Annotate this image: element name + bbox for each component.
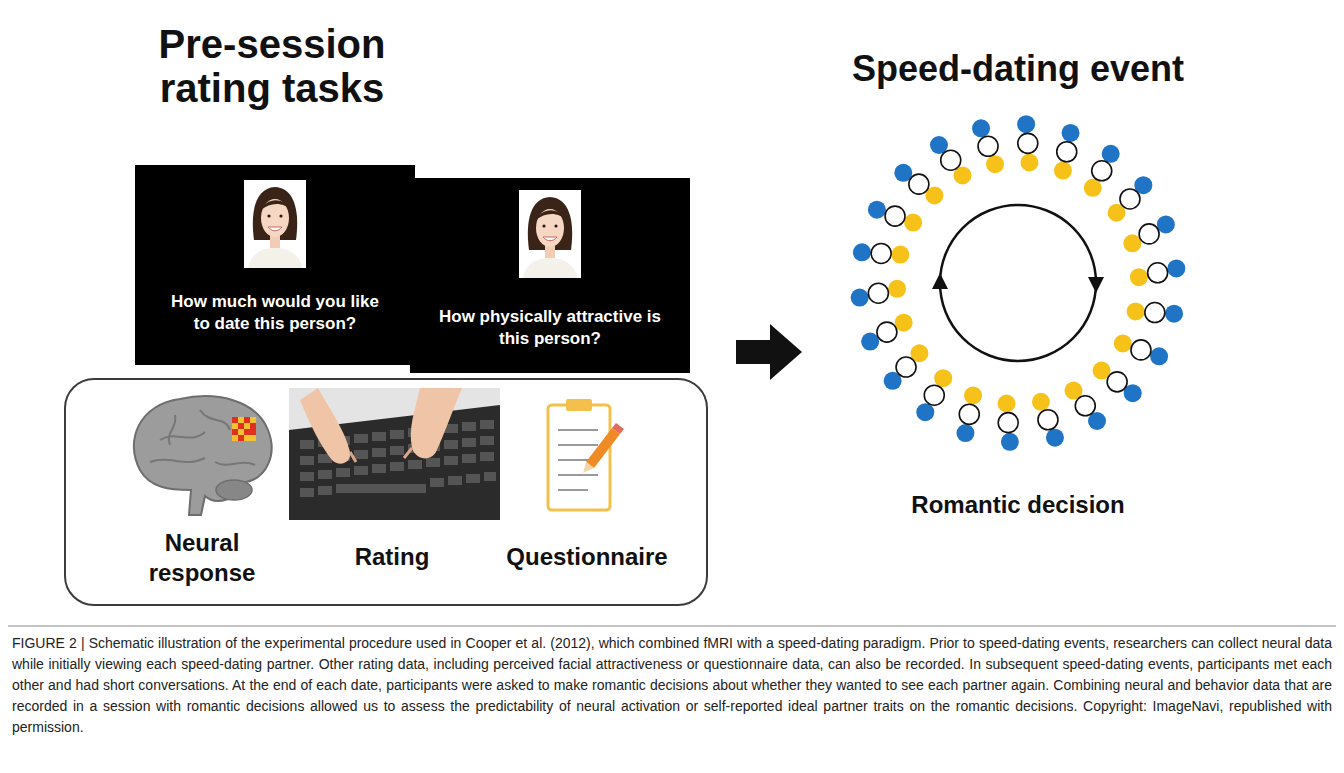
partner-dot xyxy=(904,214,922,232)
table-circle xyxy=(885,206,905,226)
node-text: How physically attractive is this person… xyxy=(438,306,663,350)
keyboard-photo xyxy=(289,388,500,520)
text-slot: Pre-session rating tasks xyxy=(112,22,432,110)
partner-dot xyxy=(1130,268,1148,286)
text-slot: FIGURE 2 | Schematic illustration of the… xyxy=(12,633,1332,738)
brain-icon xyxy=(134,396,272,515)
partner-dot xyxy=(888,280,906,298)
partner-dot xyxy=(1054,162,1072,180)
node-text: Neural response xyxy=(122,528,282,588)
table-circle xyxy=(868,283,888,303)
table-circle xyxy=(959,404,979,424)
partner-dot xyxy=(1167,259,1185,277)
table-circle xyxy=(1120,189,1140,209)
partner-dot xyxy=(1150,347,1168,365)
text-slot: Rating xyxy=(312,542,472,572)
text-slot: How physically attractive is this person… xyxy=(438,306,663,350)
node-text: How much would you like to date this per… xyxy=(163,291,388,335)
text-slot: How much would you like to date this per… xyxy=(163,291,388,335)
table-circle xyxy=(1038,410,1058,430)
partner-dot xyxy=(1114,334,1132,352)
flow-arrow xyxy=(736,324,802,380)
table-circle xyxy=(1092,161,1112,181)
partner-dot xyxy=(891,246,909,264)
measures-box: Neural response Rating Questionnaire xyxy=(64,378,708,606)
partner-dot xyxy=(1165,305,1183,323)
face-photo xyxy=(519,190,581,278)
table-circle xyxy=(941,150,961,170)
partner-dot xyxy=(1127,302,1145,320)
heading-label: Romantic decision xyxy=(903,490,1133,520)
figure-caption: FIGURE 2 | Schematic illustration of the… xyxy=(12,633,1332,738)
speed-dating-ring xyxy=(851,115,1186,451)
table-circle xyxy=(998,413,1018,433)
partner-dot xyxy=(956,424,974,442)
partner-dot xyxy=(1062,124,1080,142)
partner-dot xyxy=(1017,115,1035,133)
partner-dot xyxy=(998,394,1016,412)
table-circle xyxy=(1057,142,1077,162)
table-circle xyxy=(871,243,891,263)
heading-label: Speed-dating event xyxy=(788,48,1248,90)
partner-dot xyxy=(1157,215,1175,233)
partner-dot xyxy=(861,333,879,351)
table-circle xyxy=(1148,263,1168,283)
table-circle xyxy=(1139,224,1159,244)
table-circle xyxy=(924,385,944,405)
partner-dot xyxy=(1046,429,1064,447)
screen-panel: How much would you like to date this per… xyxy=(135,165,415,365)
partner-dot xyxy=(934,369,952,387)
table-circle xyxy=(909,174,929,194)
partner-dot xyxy=(1032,393,1050,411)
table-circle xyxy=(877,322,897,342)
partner-dot xyxy=(972,119,990,137)
partner-dot xyxy=(868,201,886,219)
heading-label: Pre-session rating tasks xyxy=(112,22,432,110)
text-slot: Neural response xyxy=(122,528,282,588)
table-circle xyxy=(1107,372,1127,392)
text-slot: Romantic decision xyxy=(903,490,1133,520)
partner-dot xyxy=(916,403,934,421)
partner-dot xyxy=(1123,234,1141,252)
partner-dot xyxy=(986,155,1004,173)
table-circle xyxy=(978,136,998,156)
table-circle xyxy=(896,357,916,377)
table-circle xyxy=(1131,340,1151,360)
partner-dot xyxy=(1084,179,1102,197)
text-slot: Questionnaire xyxy=(482,542,692,572)
node-text: Questionnaire xyxy=(482,542,692,572)
table-circle xyxy=(1075,396,1095,416)
partner-dot xyxy=(1102,145,1120,163)
partner-dot xyxy=(851,289,869,307)
face-photo xyxy=(244,180,306,268)
questionnaire-icon xyxy=(548,399,624,510)
table-circle xyxy=(1018,133,1038,153)
screen-panel: How physically attractive is this person… xyxy=(410,178,690,373)
partner-dot xyxy=(1001,433,1019,451)
caption-rule xyxy=(8,626,1336,627)
partner-dot xyxy=(1020,154,1038,172)
partner-dot xyxy=(853,243,871,261)
node-text: Rating xyxy=(312,542,472,572)
table-circle xyxy=(1145,303,1165,323)
partner-dot xyxy=(964,386,982,404)
partner-dot xyxy=(895,314,913,332)
text-slot: Speed-dating event xyxy=(788,48,1248,90)
